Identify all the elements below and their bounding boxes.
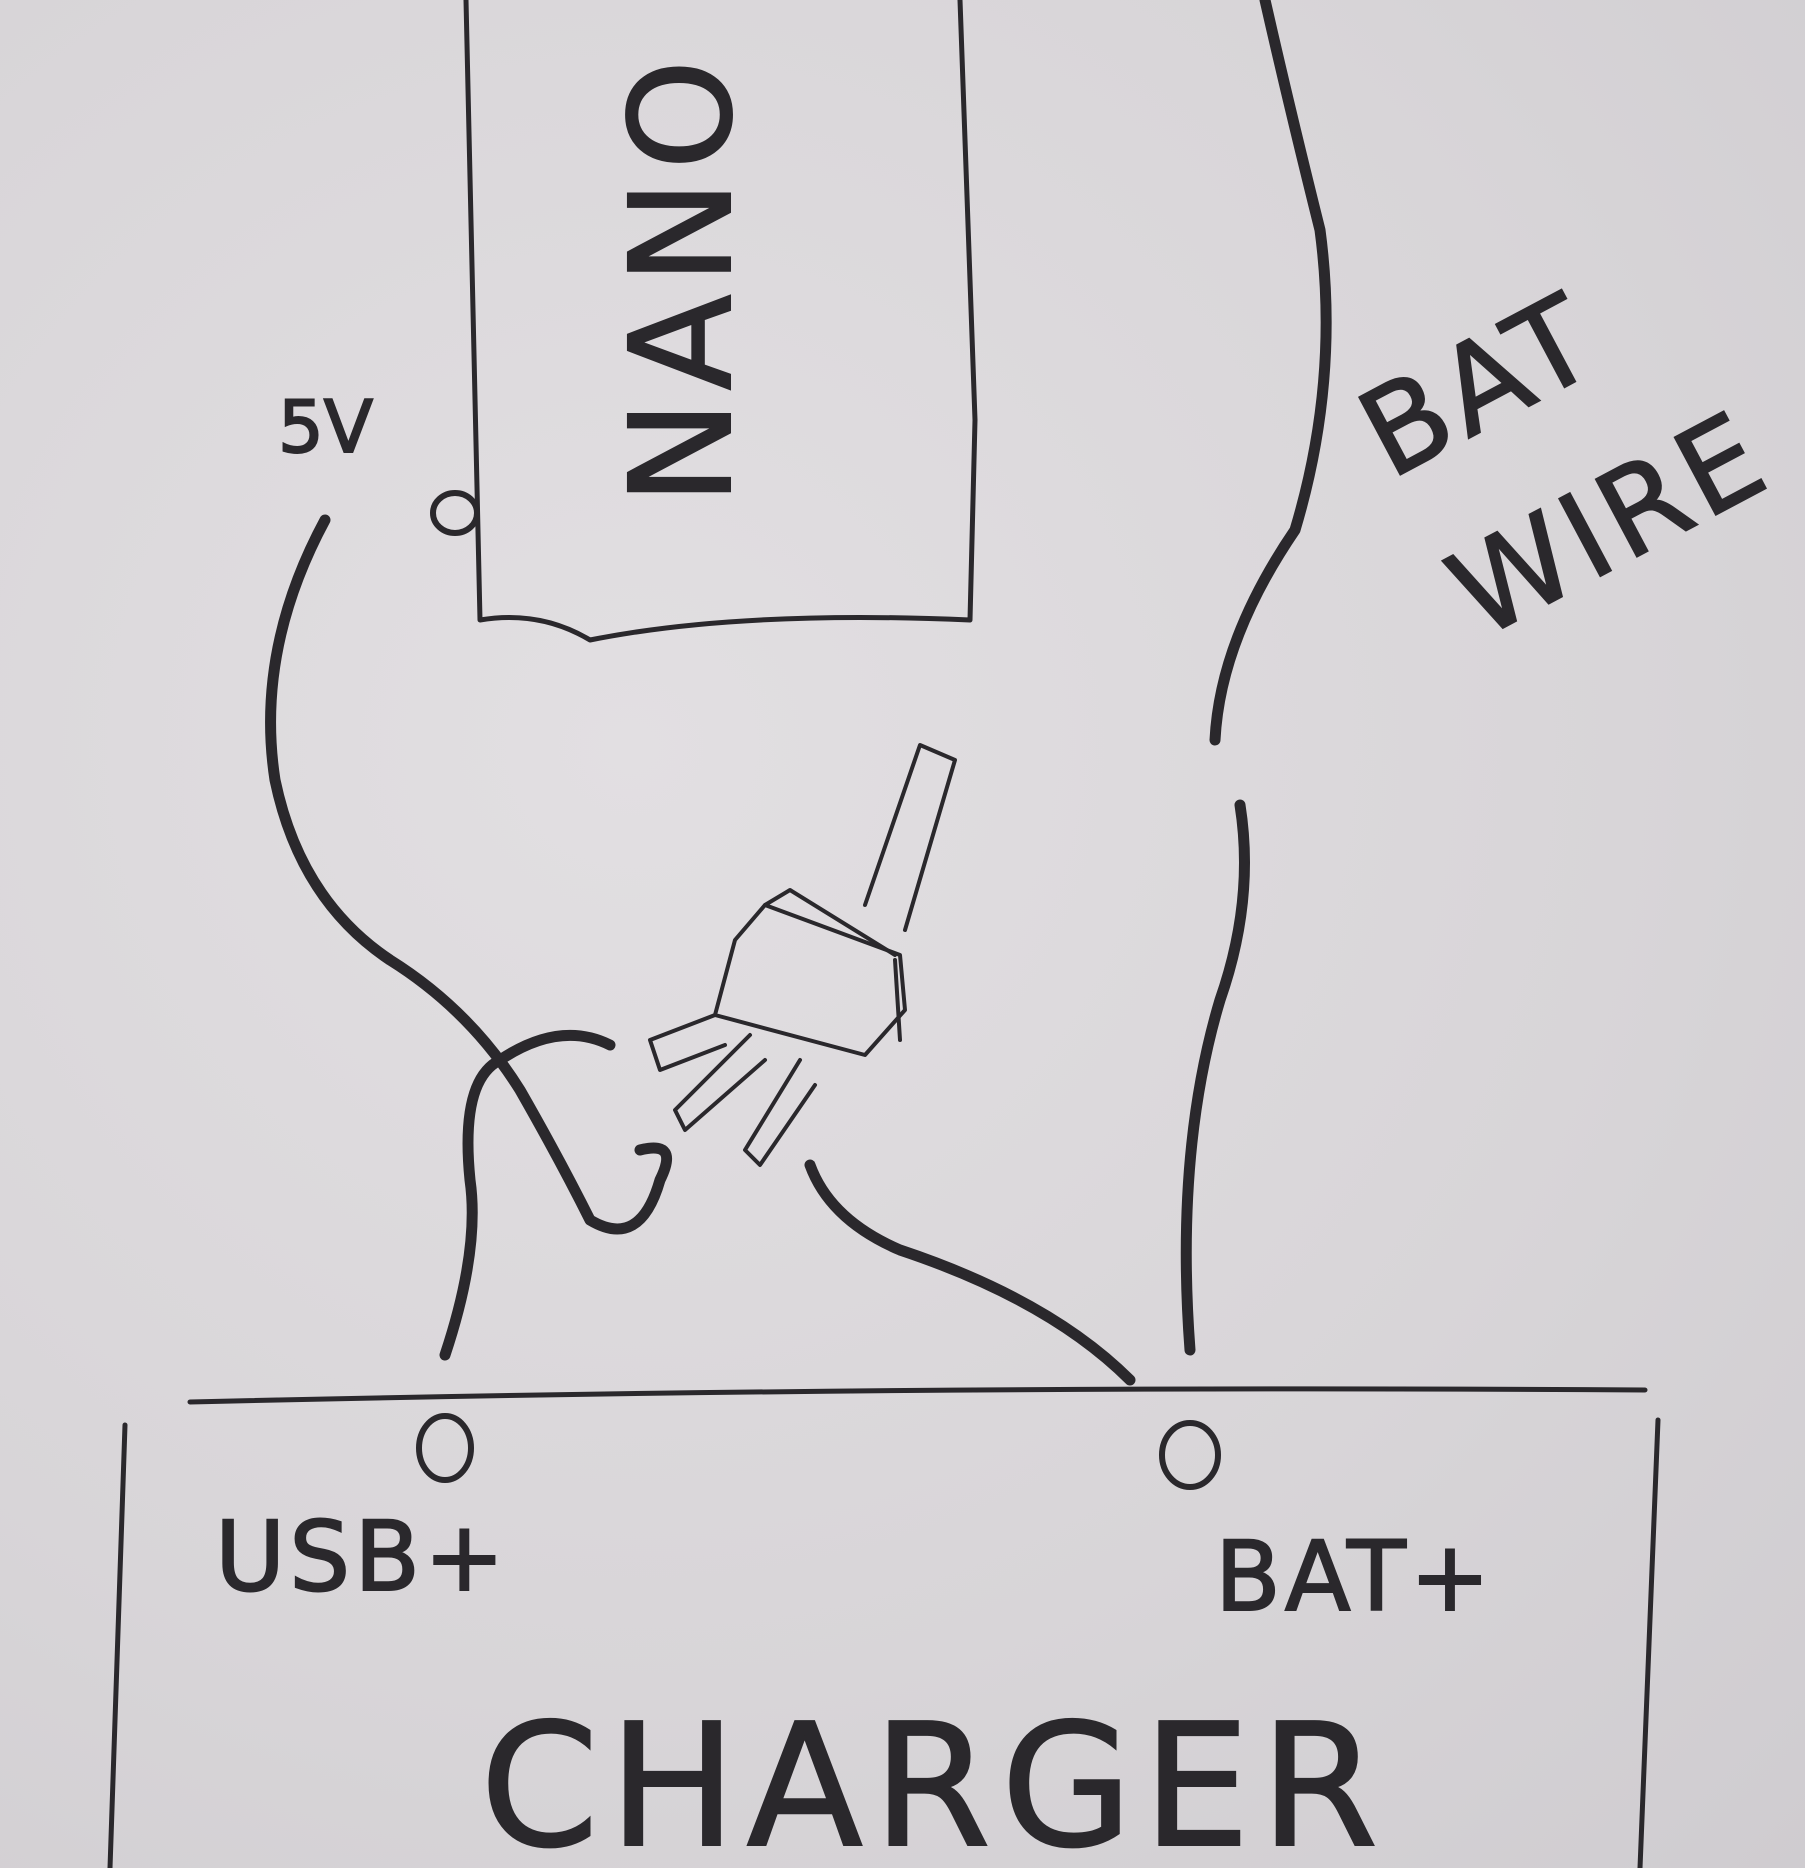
charger-usb-pin [416,1413,474,1483]
nano-board [463,0,978,643]
charger-bat-pin [1159,1420,1221,1490]
wire-switch-to-bat [804,1159,1136,1386]
nano-5v-pin [430,490,480,536]
charger-bat-label: BAT+ [1215,1521,1494,1633]
battery-wire-lower [1180,799,1250,1356]
battery-wire-upper [1209,0,1332,746]
charger-right-edge [1637,1417,1661,1868]
toggle-switch-icon [648,743,957,1167]
wire-usb-to-switch [439,1029,616,1361]
nano-label: NANO [601,50,764,505]
wire-5v-to-switch [265,514,673,1235]
nano-5v-label: 5V [278,385,373,469]
charger-top-edge [187,1386,1648,1405]
charger-label: CHARGER [480,1688,1388,1868]
charger-usb-label: USB+ [215,1501,509,1613]
charger-left-edge [107,1422,128,1868]
